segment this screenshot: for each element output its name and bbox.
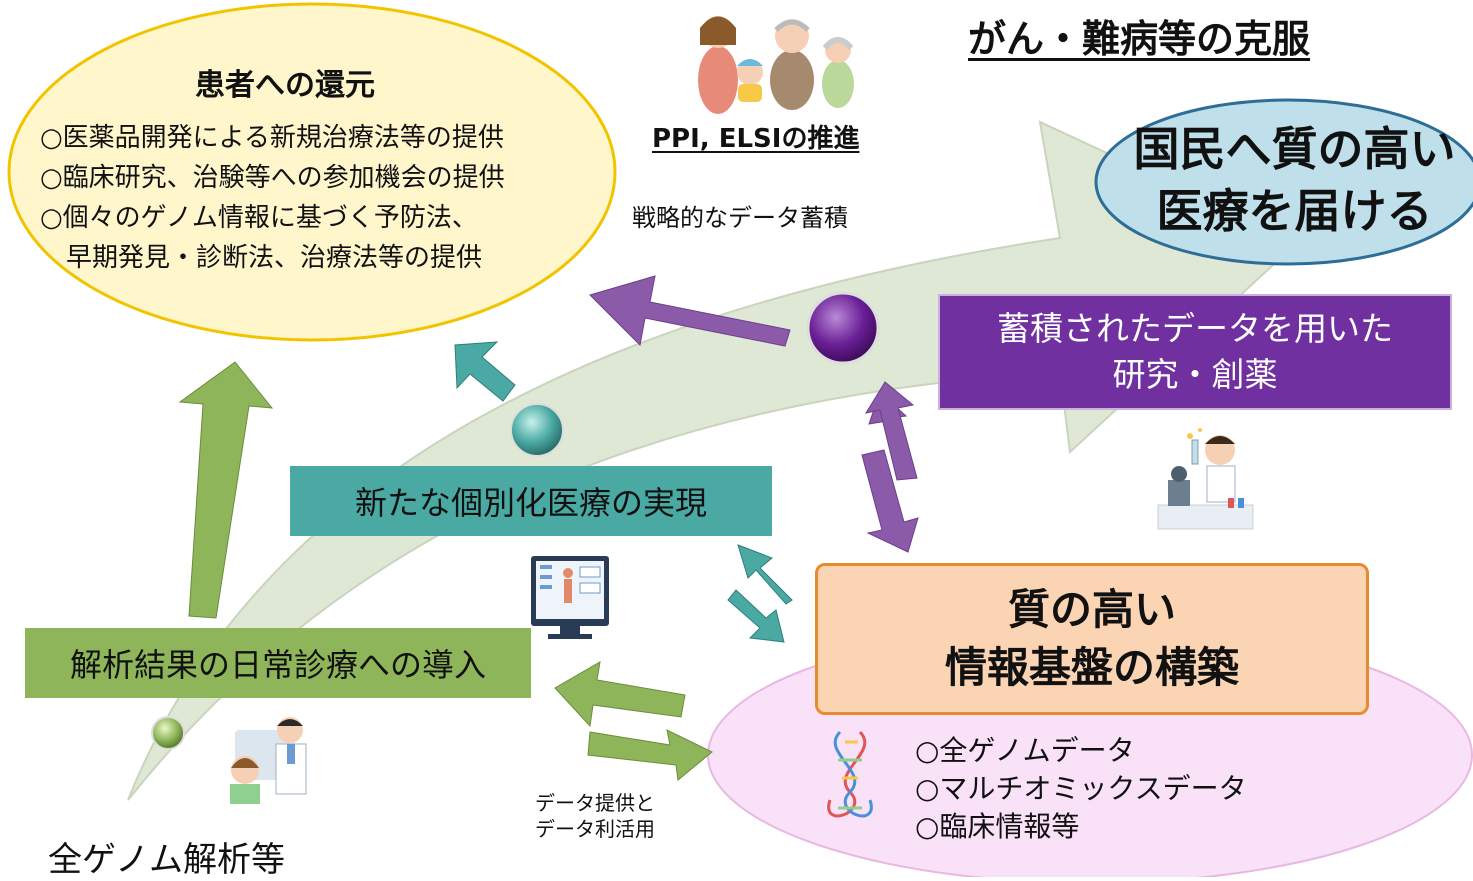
infrastructure-data-list: ○全ゲノムデータ ○マルチオミックスデータ ○臨床情報等 <box>915 732 1247 846</box>
nation-goal-text: 国民へ質の高い 医療を届ける <box>1112 118 1473 242</box>
purple-arrow-down-thick <box>861 449 919 553</box>
research-line1: 蓄積されたデータを用いた <box>997 309 1393 348</box>
teal-arrow-to-patient <box>454 341 516 402</box>
monitor-icon <box>531 556 609 639</box>
infra-item: ○全ゲノムデータ <box>915 734 1135 767</box>
purple-arrow-up-thick <box>864 381 918 481</box>
green-arrow-right <box>587 729 713 781</box>
patient-item: ○臨床研究、治験等への参加機会の提供 <box>40 163 505 193</box>
data-provision-line2: データ利活用 <box>535 817 655 841</box>
teal-arrow-up <box>737 544 793 605</box>
dna-icon <box>827 730 873 818</box>
patient-item: ○個々のゲノム情報に基づく予防法、 <box>40 203 478 233</box>
scientist-icon <box>1157 428 1254 530</box>
family-icon <box>698 16 854 114</box>
patient-item: ○医薬品開発による新規治療法等の提供 <box>40 123 504 153</box>
teal-arrow-down <box>727 589 785 643</box>
patient-return-title: 患者への還元 <box>195 68 375 103</box>
nation-ellipse <box>1094 98 1473 266</box>
research-drug-discovery-box: 蓄積されたデータを用いた 研究・創薬 <box>938 294 1452 410</box>
research-line2: 研究・創薬 <box>1112 355 1278 394</box>
page-title: がん・難病等の克服 <box>968 17 1311 61</box>
patient-ellipse <box>7 2 617 342</box>
data-provision-line1: データ提供と <box>535 791 655 815</box>
clinical-introduction-box: 解析結果の日常診療への導入 <box>25 628 531 698</box>
infra-item: ○臨床情報等 <box>915 810 1080 843</box>
ppi-elsi-label: PPI, ELSIの推進 <box>652 124 860 154</box>
data-provision-label: データ提供と データ利活用 <box>535 790 655 842</box>
personalized-medicine-box: 新たな個別化医療の実現 <box>290 466 772 536</box>
green-arrow-up <box>178 361 274 619</box>
green-sphere-icon <box>151 716 185 750</box>
doctor-patient-icon <box>230 717 307 804</box>
purple-arrow-to-patient <box>589 275 791 347</box>
information-infrastructure-box: 質の高い 情報基盤の構築 <box>815 563 1369 715</box>
green-arrow-left <box>554 661 686 728</box>
patient-return-list: ○医薬品開発による新規治療法等の提供 ○臨床研究、治験等への参加機会の提供 ○個… <box>40 118 505 278</box>
nation-line1: 国民へ質の高い <box>1133 122 1456 176</box>
strategic-accumulation-label: 戦略的なデータ蓄積 <box>632 204 848 232</box>
infra-line2: 情報基盤の構築 <box>944 643 1239 692</box>
purple-sphere-icon <box>806 291 880 365</box>
whole-genome-analysis-label: 全ゲノム解析等 <box>48 840 285 880</box>
patient-item: 早期発見・診断法、治療法等の提供 <box>40 243 483 273</box>
infra-item: ○マルチオミックスデータ <box>915 772 1247 805</box>
infra-line1: 質の高い <box>1007 585 1176 634</box>
nation-line2: 医療を届ける <box>1156 184 1433 238</box>
teal-sphere-icon <box>510 403 564 457</box>
